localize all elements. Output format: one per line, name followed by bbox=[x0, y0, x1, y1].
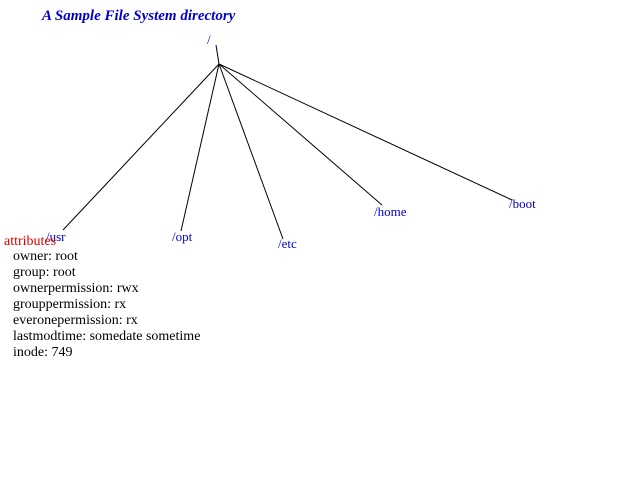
attribute-item: inode: 749 bbox=[13, 345, 73, 360]
attribute-item: ownerpermission: rwx bbox=[13, 281, 139, 296]
attribute-item: everonepermission: rx bbox=[13, 313, 138, 328]
tree-edge-root-stem bbox=[215, 44, 220, 65]
tree-edge bbox=[218, 63, 284, 240]
tree-node-boot: /boot bbox=[509, 196, 536, 211]
attribute-item: grouppermission: rx bbox=[13, 297, 127, 312]
attribute-item: lastmodtime: somedate sometime bbox=[13, 329, 201, 344]
tree-node-root: / bbox=[207, 32, 211, 47]
tree-node-usr: /usr bbox=[46, 229, 66, 244]
tree-edge bbox=[180, 63, 220, 232]
tree-edge bbox=[218, 63, 513, 201]
tree-node-etc: /etc bbox=[278, 236, 297, 251]
tree-node-home: /home bbox=[374, 204, 407, 219]
diagram-title: A Sample File System directory bbox=[42, 8, 236, 24]
tree-edge bbox=[62, 63, 220, 231]
attribute-item: owner: root bbox=[13, 249, 78, 264]
tree-edge bbox=[218, 63, 383, 206]
tree-node-opt: /opt bbox=[172, 229, 193, 244]
attribute-item: group: root bbox=[13, 265, 76, 280]
attributes-heading: attributes bbox=[4, 234, 57, 249]
